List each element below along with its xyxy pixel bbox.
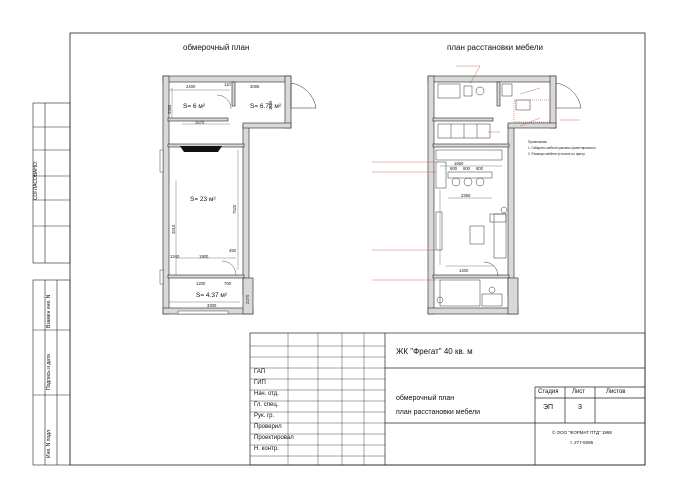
furniture-plan xyxy=(372,65,582,315)
stage-header: Стадия xyxy=(538,389,559,395)
dim-label: 600 xyxy=(463,166,470,171)
dim-label: 1400 xyxy=(459,268,469,273)
dim-label: 700 xyxy=(224,281,231,286)
sign-date-label: Подпись и дата xyxy=(46,354,52,390)
inv-orig-label: Инв. N подл. xyxy=(46,428,52,458)
dim-label: 1650 xyxy=(454,161,464,166)
role-label: Рук. гр. xyxy=(254,413,275,419)
approved-label: СОГЛАСОВАНО: xyxy=(33,160,39,200)
sheet-title-1: обмерочный план xyxy=(396,395,455,402)
dim-label: 1900 xyxy=(199,254,209,259)
left-stamp-strip xyxy=(32,102,71,466)
title-block-left-grid xyxy=(250,333,385,465)
room-area-1: S= 6 м² xyxy=(183,103,205,110)
role-label: ГАП xyxy=(254,369,266,375)
sheet-header: Лист xyxy=(572,389,586,395)
role-label: Проверил xyxy=(254,424,282,430)
dim-label: 2400 xyxy=(186,84,196,89)
role-label: Проектировал xyxy=(254,435,294,441)
dim-label: 2270 xyxy=(245,294,250,304)
measure-plan-title: обмерочный план xyxy=(183,43,250,52)
role-label: Гл. спец. xyxy=(254,402,279,408)
role-label: Нач. отд. xyxy=(254,391,279,397)
phone-label: т. 277-5086 xyxy=(570,440,594,445)
dim-label: 1200 xyxy=(196,281,206,286)
dim-label: 1785 xyxy=(268,100,273,110)
dim-label: 4515 xyxy=(171,224,176,234)
notes-heading: Примечания: xyxy=(528,140,548,144)
measure-plan xyxy=(159,75,317,315)
room-area-3: S= 23 м² xyxy=(190,196,216,203)
project-name: ЖК "Фрегат" 40 кв. м xyxy=(396,347,473,356)
sheet-value: 3 xyxy=(578,404,582,411)
role-label: ГИП xyxy=(254,380,266,386)
stage-value: ЭП xyxy=(543,404,554,411)
dim-label: 2350 xyxy=(167,104,172,114)
sheets-header: Листов xyxy=(606,389,626,395)
replace-inv-label: Взамен инв. N xyxy=(46,294,52,328)
dim-label: 600 xyxy=(476,166,483,171)
dim-label: 3085 xyxy=(250,84,260,89)
dim-label: 1570 xyxy=(195,120,205,125)
room-area-4: S= 4.37 м² xyxy=(196,292,228,299)
title-block-grid xyxy=(249,332,646,466)
furniture-plan-title: план расстановки мебели xyxy=(447,43,543,52)
note-line: 2. Размеры мебели уточнить по факту xyxy=(528,152,585,156)
room-area-2: S= 6.72 м² xyxy=(250,103,282,110)
role-label: Н. контр. xyxy=(254,446,279,452)
sheet-title-2: план расстановки мебели xyxy=(396,409,480,416)
note-line: 1. Габариты мебели указаны ориентировочн… xyxy=(528,146,596,150)
inner-frame xyxy=(69,32,646,466)
dim-label: 450 xyxy=(229,248,236,253)
dim-label: 2360 xyxy=(461,193,471,198)
dim-label: 110 xyxy=(224,82,231,87)
dim-label: 7520 xyxy=(232,204,237,214)
dim-label: 600 xyxy=(450,166,457,171)
dim-label: 1340 xyxy=(170,254,180,259)
company-label: © ООО "ФОРМАТ ПТД" 1998 xyxy=(552,430,612,435)
dim-label: 3300 xyxy=(207,303,217,308)
